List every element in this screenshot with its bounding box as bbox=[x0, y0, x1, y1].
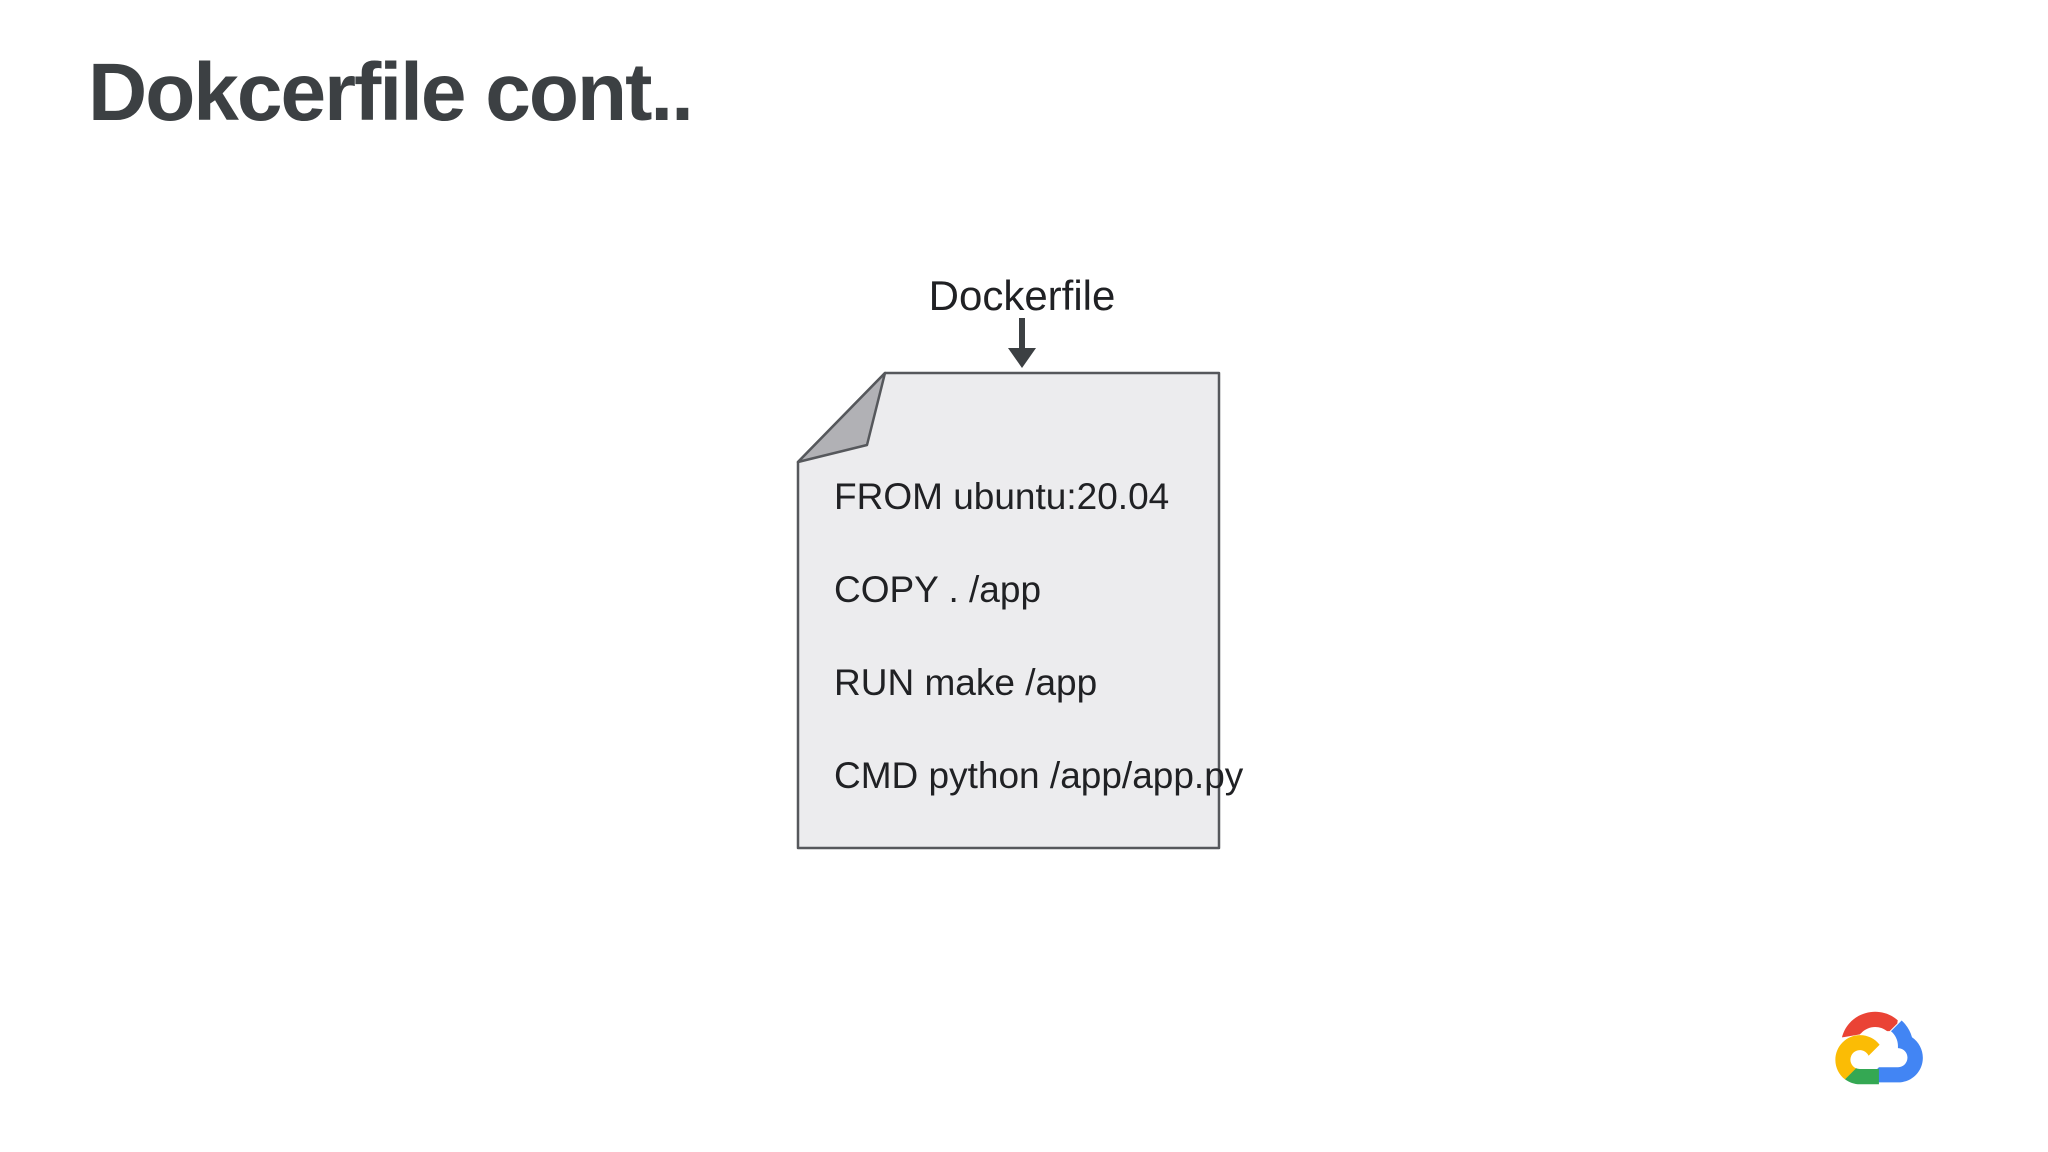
dockerfile-line-from: FROM ubuntu:20.04 bbox=[834, 476, 1170, 517]
dockerfile-line-run: RUN make /app bbox=[834, 662, 1098, 703]
dockerfile-line-copy: COPY . /app bbox=[834, 569, 1042, 610]
folded-corner-flap bbox=[796, 371, 887, 464]
google-cloud-logo-icon bbox=[1835, 1011, 1923, 1085]
page-title: Dokcerfile cont.. bbox=[88, 47, 694, 138]
dockerfile-contents: FROM ubuntu:20.04 COPY . /app RUN make /… bbox=[796, 371, 1243, 851]
dockerfile-document: FROM ubuntu:20.04 COPY . /app RUN make /… bbox=[796, 371, 1243, 851]
arrow-down-icon bbox=[1008, 318, 1036, 368]
dockerfile-label: Dockerfile bbox=[928, 272, 1116, 319]
folded-page-shape bbox=[796, 371, 1221, 850]
dockerfile-line-cmd: CMD python /app/app.py bbox=[834, 755, 1244, 796]
